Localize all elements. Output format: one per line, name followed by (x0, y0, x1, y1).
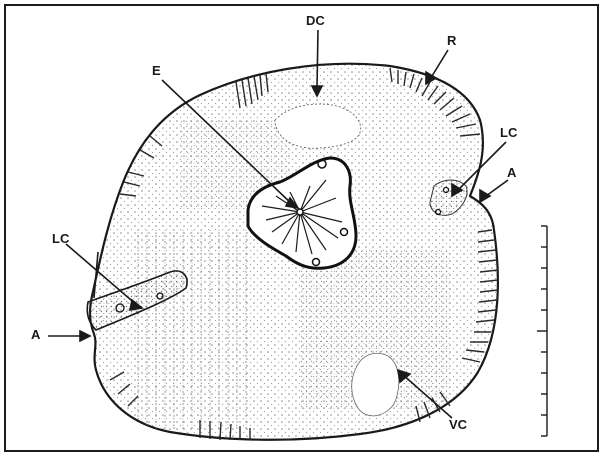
label-vc: VC (449, 418, 467, 431)
dorsal-column (275, 104, 361, 148)
label-e: E (152, 64, 161, 77)
label-dc: DC (306, 14, 325, 27)
scale-bar (537, 226, 547, 436)
ventral-column (352, 353, 399, 416)
label-lc-right: LC (500, 126, 517, 139)
label-a-left: A (31, 328, 40, 341)
label-r: R (447, 34, 456, 47)
label-a-right: A (507, 166, 516, 179)
label-lc-left: LC (52, 232, 69, 245)
